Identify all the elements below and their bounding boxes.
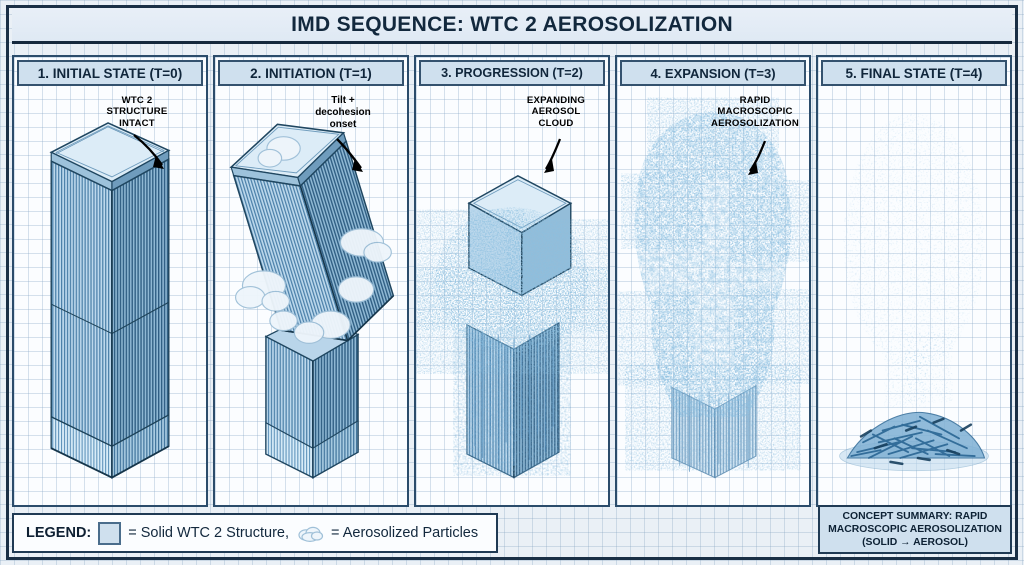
wtc2-residual-debris: [839, 113, 989, 472]
page-title: IMD SEQUENCE: WTC 2 AEROSOLIZATION: [291, 12, 733, 36]
annotation-expanding-cloud: EXPANDING AEROSOL CLOUD: [526, 95, 586, 129]
panel-3-header-label: 3. PROGRESSION (T=2): [441, 66, 583, 80]
panel-3-header: 3. PROGRESSION (T=2): [419, 60, 605, 86]
panel-2-header-label: 2. INITIATION (T=1): [250, 65, 372, 81]
panel-5-header-label: 5. FINAL STATE (T=4): [845, 65, 983, 81]
outer-frame: [6, 5, 1018, 560]
wtc2-intact-tower: [49, 122, 171, 479]
annotation-tilt-decohesion: Tilt + decohesion onset: [315, 95, 371, 130]
panel-3-body: EXPANDING AEROSOL CLOUD: [416, 87, 608, 505]
residual-haze: [843, 113, 985, 368]
wtc2-full-aerosol: [632, 111, 796, 479]
annotation-structure-intact: WTC 2 STRUCTURE INTACT: [106, 95, 168, 129]
decohesion-puffs: [234, 136, 392, 344]
panel-4-header: 4. EXPANSION (T=3): [620, 60, 806, 86]
summary-line-3: (SOLID → AEROSOL): [862, 537, 968, 549]
panel-1-header: 1. INITIAL STATE (T=0): [17, 60, 203, 86]
panel-4-body: RAPID MACROSCOPIC AEROSOLIZATION: [617, 87, 809, 505]
panel-1-header-label: 1. INITIAL STATE (T=0): [37, 65, 183, 81]
panel-final-state[interactable]: 5. FINAL STATE (T=4): [816, 55, 1012, 507]
panel-2-header: 2. INITIATION (T=1): [218, 60, 404, 86]
legend-label: LEGEND:: [26, 525, 92, 541]
annotation-arrow-icon: [133, 134, 164, 169]
settling-motes: [892, 346, 944, 398]
panel-initial-state[interactable]: 1. INITIAL STATE (T=0) WTC 2 STRUCTURE I…: [12, 55, 208, 507]
annotation-arrow-icon: [544, 138, 562, 173]
legend-aerosol-text: = Aerosolized Particles: [331, 525, 479, 541]
aerosol-cloud-swatch: [296, 525, 324, 542]
panel-progression[interactable]: 3. PROGRESSION (T=2) EXPANDING AEROSOL C…: [414, 55, 610, 507]
annotation-arrow-icon: [336, 138, 363, 172]
legend-solid-text: = Solid WTC 2 Structure,: [128, 525, 290, 541]
panel-4-header-label: 4. EXPANSION (T=3): [650, 65, 776, 81]
panel-initiation[interactable]: 2. INITIATION (T=1) Tilt + decohesion on…: [213, 55, 409, 507]
panel-1-body: WTC 2 STRUCTURE INTACT: [14, 87, 206, 505]
annotation-rapid-aerosolization: RAPID MACROSCOPIC AEROSOLIZATION: [711, 95, 799, 129]
legend: LEGEND: = Solid WTC 2 Structure, = Aeros…: [12, 513, 498, 553]
debris-pile: [839, 411, 989, 472]
summary-line-1: CONCEPT SUMMARY: RAPID: [842, 510, 988, 522]
sequence-panels: 1. INITIAL STATE (T=0) WTC 2 STRUCTURE I…: [12, 55, 1012, 507]
diagram-title-bar: IMD SEQUENCE: WTC 2 AEROSOLIZATION: [12, 8, 1012, 44]
panel-2-body: Tilt + decohesion onset: [215, 87, 407, 505]
wtc2-tilted-top: [229, 123, 395, 479]
summary-line-2: MACROSCOPIC AEROSOLIZATION: [828, 523, 1002, 535]
annotation-arrow-icon: [748, 140, 767, 175]
concept-summary-box: CONCEPT SUMMARY: RAPID MACROSCOPIC AEROS…: [818, 505, 1012, 554]
panel-5-body: [818, 87, 1010, 505]
solid-structure-swatch: [98, 521, 122, 545]
panel-5-header: 5. FINAL STATE (T=4): [821, 60, 1007, 86]
wtc2-partial-aerosol: [435, 175, 589, 479]
panel-expansion[interactable]: 4. EXPANSION (T=3) RAPID MACROSCOPIC AER…: [615, 55, 811, 507]
